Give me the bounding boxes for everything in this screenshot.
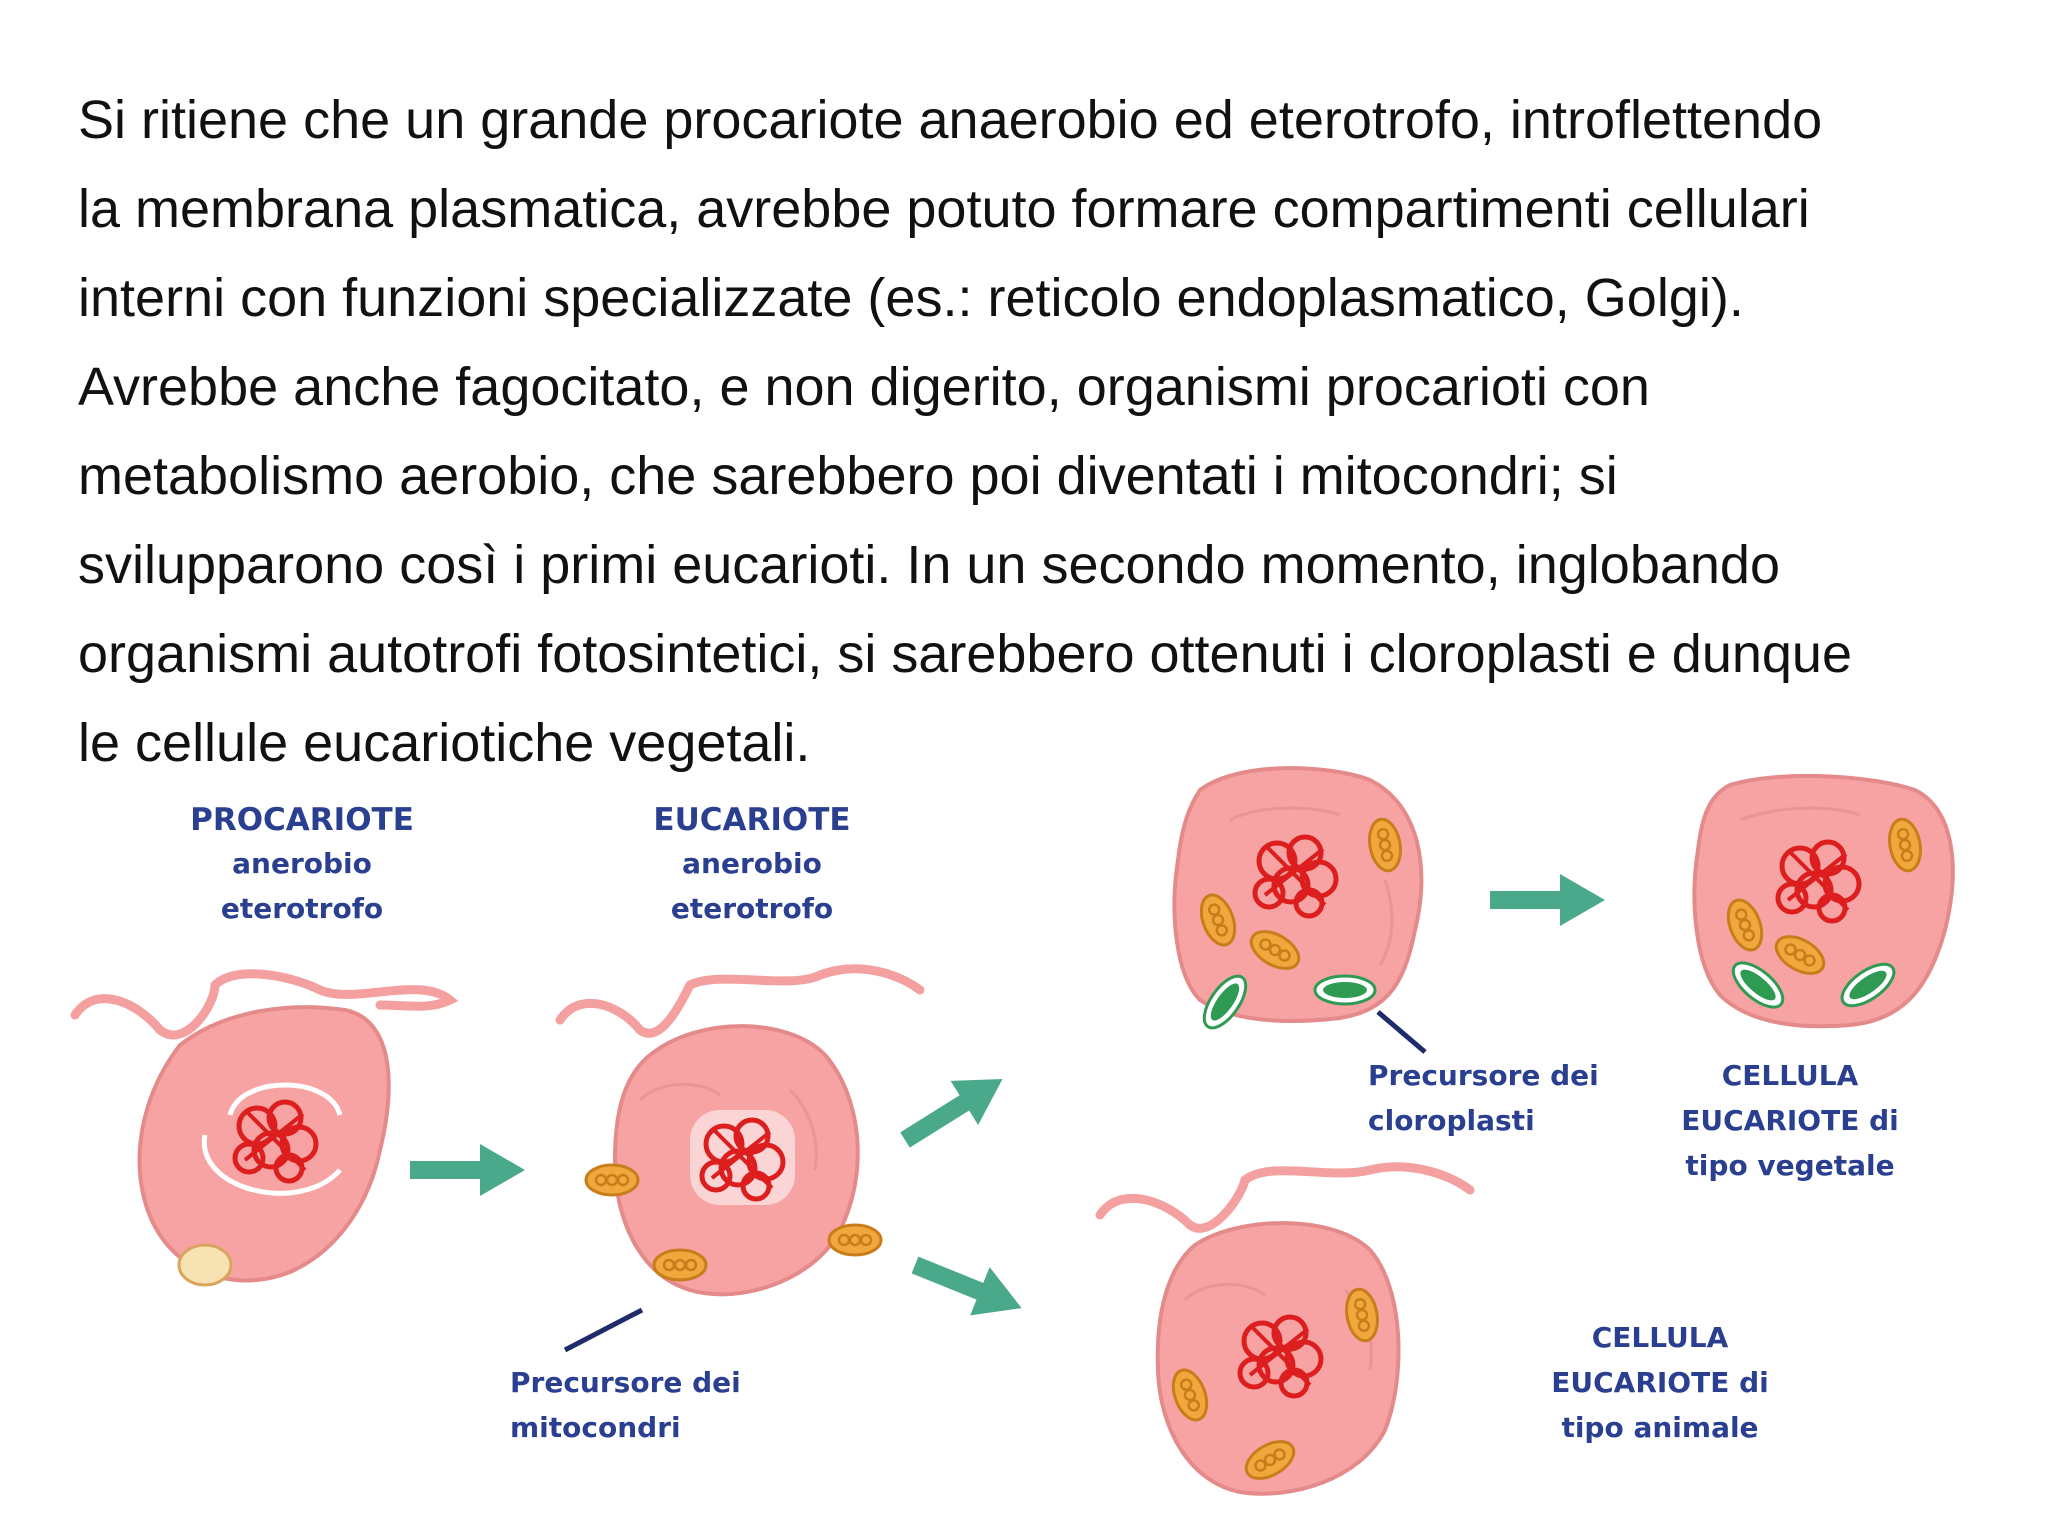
cell-eucariote [555, 964, 925, 1353]
label-precursore-mitocondri-1: Precursore dei [510, 1366, 741, 1399]
vesicle-procariote [177, 1243, 233, 1287]
paragraph-line: svilupparono così i primi eucarioti. In … [78, 535, 1780, 595]
label-precursore-cloroplasti: Precursore dei cloroplasti [1368, 1059, 1599, 1137]
arrow-to-cellula-vegetale [1490, 874, 1605, 926]
pointer-line-cloroplasti [1376, 1010, 1427, 1054]
cell-precursore-vegetale [1172, 766, 1427, 1054]
label-eucariote-sub2: eterotrofo [671, 892, 833, 925]
paragraph-line: Si ritiene che un grande procariote anae… [78, 90, 1823, 150]
intro-paragraph: Si ritiene che un grande procariote anae… [78, 76, 2018, 788]
label-cellula-vegetale-2: EUCARIOTE di [1681, 1104, 1898, 1137]
label-cellula-animale: CELLULA EUCARIOTE di tipo animale [1551, 1321, 1768, 1444]
label-precursore-mitocondri-2: mitocondri [510, 1411, 681, 1444]
label-cellula-vegetale-3: tipo vegetale [1685, 1149, 1894, 1182]
arrow-to-cellula-vegetale-branch [891, 1057, 1017, 1163]
label-cellula-animale-2: EUCARIOTE di [1551, 1366, 1768, 1399]
label-precursore-cloroplasti-1: Precursore dei [1368, 1059, 1599, 1092]
label-procariote-sub2: eterotrofo [221, 892, 383, 925]
label-procariote-sub1: anerobio [232, 847, 372, 880]
cell-eucariote-vegetale [1692, 773, 1955, 1029]
cell-procariote [70, 969, 459, 1287]
paragraph-line: metabolismo aerobio, che sarebbero poi d… [78, 446, 1618, 506]
arrow-procariote-to-eucariote [410, 1144, 525, 1196]
mitochondrion [827, 1223, 883, 1257]
arrow-to-cellula-animale [905, 1240, 1032, 1333]
label-cellula-vegetale: CELLULA EUCARIOTE di tipo vegetale [1681, 1059, 1898, 1182]
paragraph-line: interni con funzioni specializzate (es.:… [78, 268, 1744, 328]
label-eucariote-sub1: anerobio [682, 847, 822, 880]
label-cellula-animale-1: CELLULA [1592, 1321, 1729, 1354]
paragraph-line: la membrana plasmatica, avrebbe potuto f… [78, 179, 1810, 239]
label-precursore-mitocondri: Precursore dei mitocondri [510, 1366, 741, 1444]
pointer-line-mitocondri [563, 1307, 644, 1353]
paragraph-line: le cellule eucariotiche vegetali. [78, 713, 811, 773]
mitochondrion [652, 1248, 708, 1282]
mitochondrion-entering [584, 1163, 640, 1197]
chloroplast-entering [1313, 974, 1377, 1006]
label-cellula-animale-3: tipo animale [1561, 1411, 1758, 1444]
label-eucariote-title: EUCARIOTE [653, 802, 850, 838]
label-cellula-vegetale-1: CELLULA [1722, 1059, 1859, 1092]
paragraph-line: organismi autotrofi fotosintetici, si sa… [78, 624, 1852, 684]
cell-eucariote-animale [1095, 1162, 1475, 1496]
label-procariote-title: PROCARIOTE [190, 802, 414, 838]
label-procariote: PROCARIOTE anerobio eterotrofo [190, 802, 414, 925]
paragraph-line: Avrebbe anche fagocitato, e non digerito… [78, 357, 1650, 417]
label-eucariote: EUCARIOTE anerobio eterotrofo [653, 802, 850, 925]
label-precursore-cloroplasti-2: cloroplasti [1368, 1104, 1535, 1137]
